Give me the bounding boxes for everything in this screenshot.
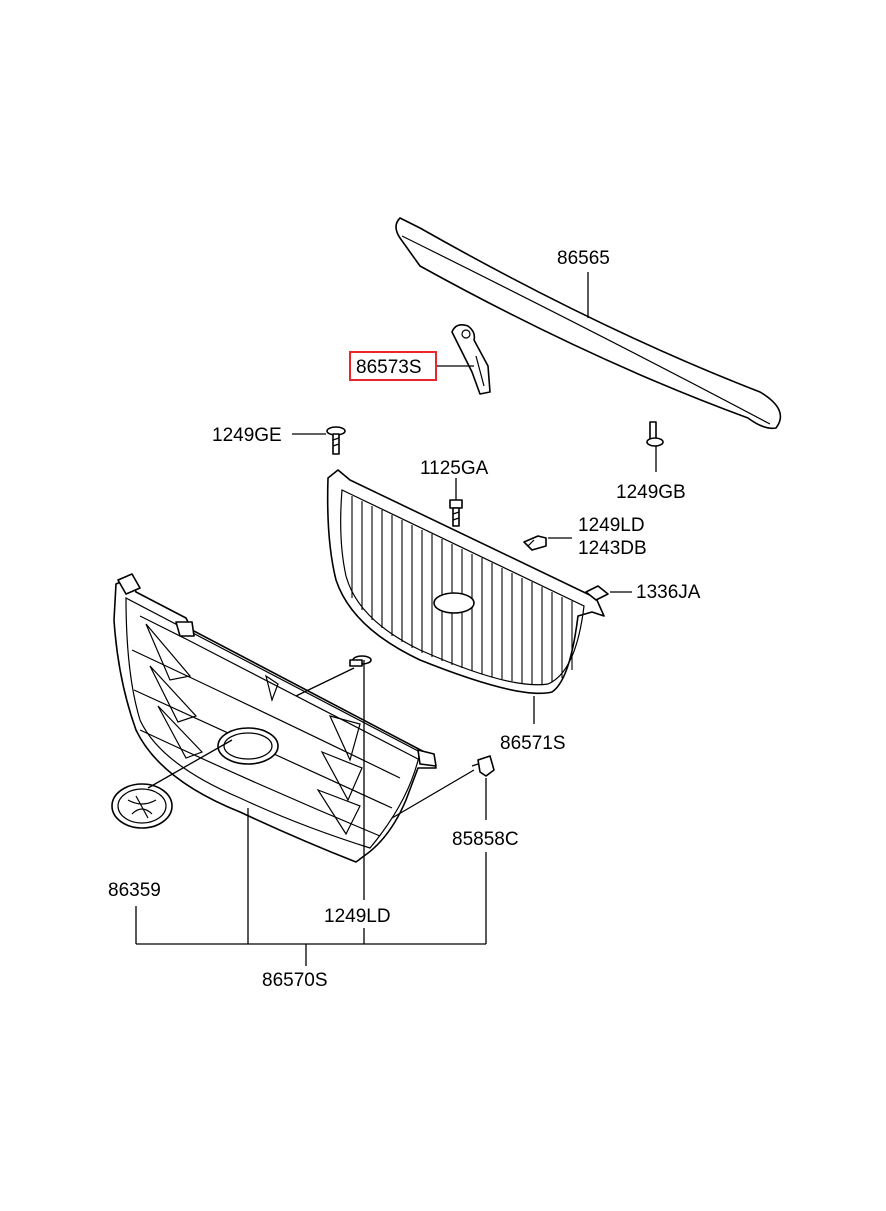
label-1249ld-top[interactable]: 1249LD [578,515,645,536]
label-85858c[interactable]: 85858C [452,829,519,850]
outer-grille-tab-right [417,749,437,767]
label-86359[interactable]: 86359 [108,880,161,901]
label-86570s[interactable]: 86570S [262,970,328,991]
label-1249ge[interactable]: 1249GE [212,425,282,446]
outer-grille-tab-left [117,573,141,595]
outer-emblem-recess [217,727,279,765]
clip-85858c[interactable] [471,755,495,777]
screw-1249gb[interactable] [646,421,664,447]
inner-grille-86571s[interactable] [326,469,605,695]
label-86573s[interactable]: 86573S [356,357,422,378]
label-86565[interactable]: 86565 [557,248,610,269]
emblem-86359[interactable] [111,783,173,829]
label-1125ga[interactable]: 1125GA [420,458,489,479]
leader-1249ld-screw-to-grille [295,667,355,697]
screw-1249ld-bottom[interactable] [349,655,372,667]
bracket-86573s[interactable] [451,324,491,395]
leader-85858c-to-grille [391,769,475,819]
leader-86359-to-grille [147,739,233,789]
screw-1249ld-1243db[interactable] [523,535,547,551]
highlight-box-86573s [349,351,437,381]
label-1243db[interactable]: 1243DB [578,538,647,559]
label-86571s[interactable]: 86571S [500,733,566,754]
outer-grille-tab-mid [175,621,195,637]
outer-grille-86570s[interactable] [113,573,437,863]
label-1249gb[interactable]: 1249GB [616,482,686,503]
molding-strip-86565[interactable] [395,217,782,430]
assembly-bracket-86570s [135,660,487,966]
bolt-1125ga[interactable] [449,499,463,527]
label-1336ja[interactable]: 1336JA [636,582,701,603]
label-1249ld-bottom[interactable]: 1249LD [324,906,391,927]
tape-1336ja[interactable] [585,585,609,601]
inner-emblem-oval [433,592,475,614]
screw-1249ge[interactable] [326,426,346,455]
